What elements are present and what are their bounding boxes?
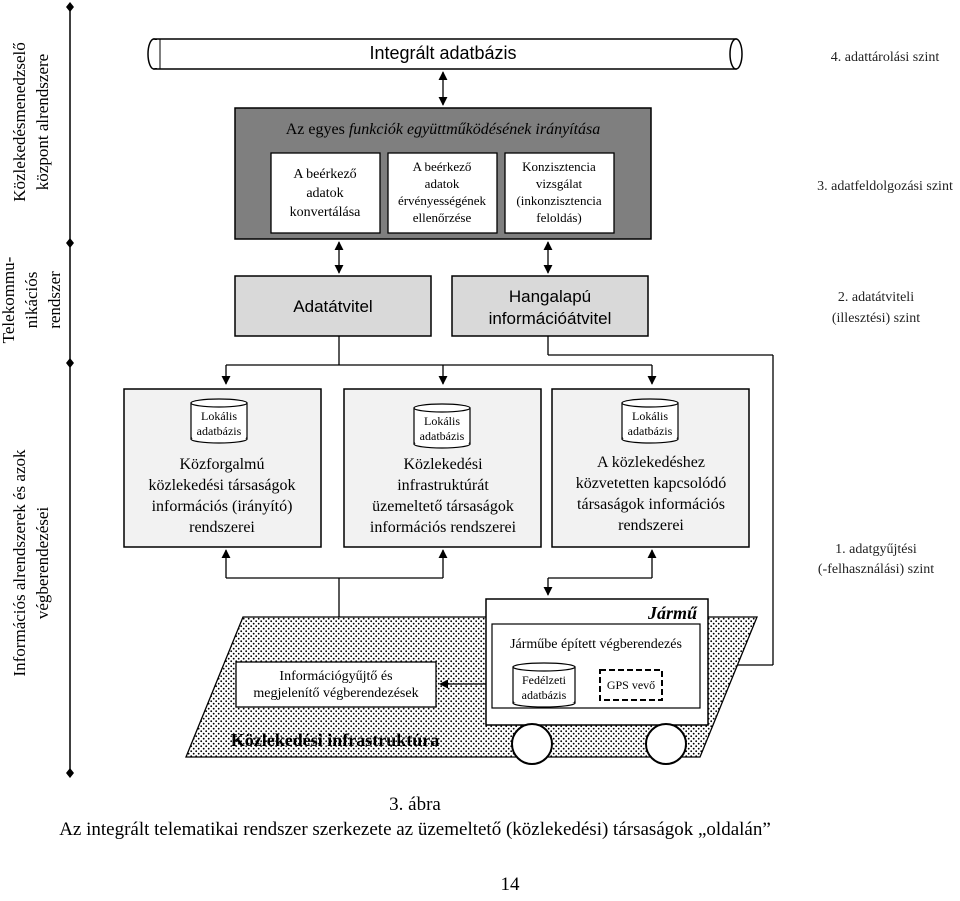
left-label-mid-1: Telekommu- <box>0 256 18 343</box>
system-1-line-4: rendszerei <box>189 519 255 536</box>
local-db-label-2: adatbázis <box>197 424 242 438</box>
integrated-db-label: Integrált adatbázis <box>369 43 516 63</box>
validate-line-2: adatok <box>425 176 460 191</box>
local-db-label-2: adatbázis <box>628 424 673 438</box>
left-label-bottom-1: Információs alrendszerek és azok <box>10 449 29 677</box>
system-box-public-transport: Lokális adatbázis Közforgalmú közlekedés… <box>123 388 322 548</box>
axis-diamond-markers <box>66 2 74 778</box>
data-transmission-label: Adatátvitel <box>293 297 372 316</box>
consistency-line-3: (inkonzisztencia <box>516 193 601 208</box>
voice-transmission-box <box>451 275 649 337</box>
local-db-icon <box>413 403 471 449</box>
level-2-label-1: 2. adatátviteli <box>838 290 914 305</box>
system-2-line-4: információs rendszerei <box>370 519 517 536</box>
vehicle-wheel-right <box>645 723 687 765</box>
system-2-line-3: üzemeltető társaságok <box>372 498 514 515</box>
system-box-indirect-companies: Lokális adatbázis A közlekedéshez közvet… <box>551 388 750 548</box>
level-1-label-2: (-felhasználási) szint <box>818 562 934 577</box>
gps-box <box>599 669 663 701</box>
infrastructure-label-bg <box>226 727 444 749</box>
integrated-database: Integrált adatbázis <box>147 38 743 70</box>
level-4-label: 4. adattárolási szint <box>831 50 940 65</box>
voice-transmission-line-2: információátvitel <box>489 309 612 328</box>
validate-box <box>387 152 498 234</box>
local-db-icon <box>190 398 248 444</box>
convert-line-2: adatok <box>306 186 343 201</box>
convert-line-1: A beérkező <box>293 167 356 182</box>
onboard-db-label-2: adatbázis <box>522 688 567 702</box>
terminals-line-1: Információgyűjtő és <box>279 669 392 684</box>
vehicle-label: Jármű <box>647 603 698 623</box>
system-3-line-2: közvetetten kapcsolódó <box>576 475 727 492</box>
local-db-label-1: Lokális <box>632 409 668 423</box>
voice-transmission-line-1: Hangalapú <box>509 287 591 306</box>
voice-line <box>547 336 774 670</box>
gps-label: GPS vevő <box>607 678 655 692</box>
validate-line-4: ellenőrzése <box>413 210 472 225</box>
system-box-infrastructure-operators: Lokális adatbázis Közlekedési infrastruk… <box>343 388 542 548</box>
validate-line-3: érvényességének <box>398 193 487 208</box>
consistency-line-4: feloldás) <box>536 210 581 225</box>
system-2-line-1: Közlekedési <box>403 456 483 473</box>
control-title: Az egyes funkciók együttműködésének irán… <box>286 121 601 138</box>
left-label-mid-3: rendszer <box>45 271 64 329</box>
onboard-db-icon <box>512 662 576 708</box>
onboard-equipment-label: Járműbe épített végberendezés <box>510 637 682 652</box>
local-db-icon <box>621 398 679 444</box>
data-bus-lines <box>221 336 657 385</box>
left-label-top-1: Közlekedésmenedzselő <box>10 42 29 202</box>
left-label-top-2: központ alrendszere <box>33 54 52 190</box>
system-2-line-2: infrastruktúrát <box>397 477 489 494</box>
local-db-label-1: Lokális <box>201 409 237 423</box>
vehicle: Jármű Járműbe épített végberendezés Fedé… <box>485 598 709 765</box>
page-number: 14 <box>500 874 520 895</box>
local-db-label-2: adatbázis <box>420 429 465 443</box>
onboard-db-label-1: Fedélzeti <box>522 673 567 687</box>
convert-line-3: konvertálása <box>290 205 362 220</box>
infrastructure-label: Közlekedési infrastruktúra <box>231 730 440 750</box>
local-db-label-1: Lokális <box>424 414 460 428</box>
system-1-line-2: közlekedési társaságok <box>148 477 295 494</box>
data-transmission-box <box>234 275 432 337</box>
system-3-line-3: társaságok információs <box>577 496 725 513</box>
convert-box <box>270 152 381 234</box>
validate-line-1: A beérkező <box>413 159 472 174</box>
level-2-label-2: (illesztési) szint <box>832 311 920 326</box>
consistency-box <box>504 152 615 234</box>
consistency-line-1: Konzisztencia <box>522 159 596 174</box>
system-1-line-3: információs (irányító) <box>152 498 293 515</box>
control-box: Az egyes funkciók együttműködésének irán… <box>234 107 652 240</box>
consistency-line-2: vizsgálat <box>536 176 583 191</box>
level-1-label-1: 1. adatgyűjtési <box>835 542 917 557</box>
figure-caption: Az integrált telematikai rendszer szerke… <box>59 819 771 840</box>
system-3-line-4: rendszerei <box>618 517 684 534</box>
figure-number: 3. ábra <box>389 794 441 815</box>
left-label-bottom-2: végberendezései <box>33 507 52 620</box>
left-label-mid-2: nikációs <box>22 272 41 329</box>
system-3-line-1: A közlekedéshez <box>597 454 705 471</box>
terminals-box <box>235 661 437 708</box>
vehicle-wheel-left <box>511 723 553 765</box>
terminals-line-2: megjelenítő végberendezések <box>253 686 418 701</box>
level-3-label: 3. adatfeldolgozási szint <box>817 179 953 194</box>
system-1-line-1: Közforgalmú <box>179 456 264 473</box>
